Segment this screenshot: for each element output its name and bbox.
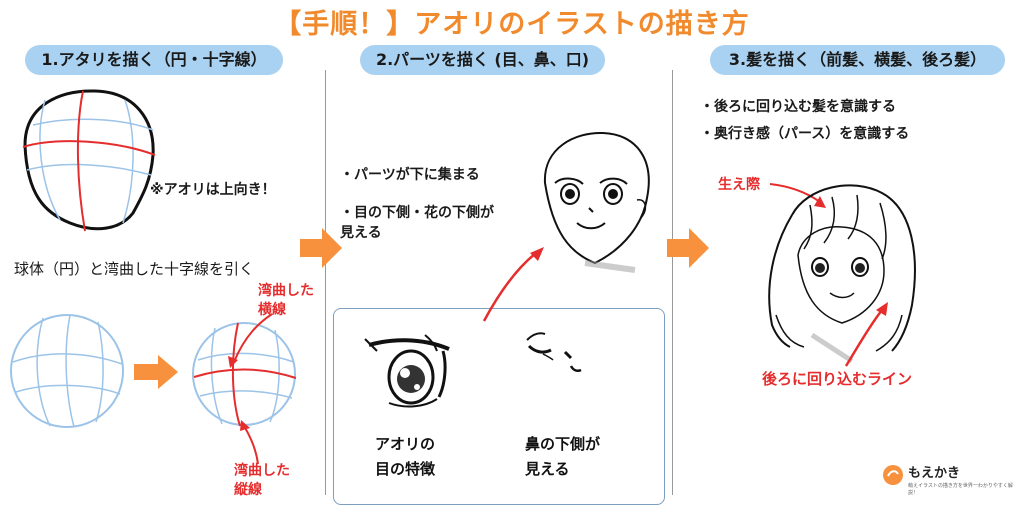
site-logo[interactable]: もえかき 萌えイラストの描き方を世界一わかりやすく解説！ [880, 458, 1015, 500]
column-divider-2 [672, 70, 673, 495]
logo-tagline: 萌えイラストの描き方を世界一わかりやすく解説！ [908, 483, 1013, 496]
parts-bullet-1: ・パーツが下に集まる [340, 167, 480, 183]
hairline-pointer [769, 183, 826, 208]
step-3-header: 3.髪を描く（前髪、横髪、後ろ髪） [710, 45, 1005, 75]
curved-horizontal-pointer [228, 313, 273, 368]
curved-vertical-label-line1: 湾曲した [234, 463, 290, 479]
nose-feature-label-line2: 見える [525, 460, 570, 478]
aori-nose-drawing [526, 332, 582, 373]
curved-horizontal-label: 湾曲した 横線 [258, 282, 314, 320]
parts-bullet-2-line2: 見える [340, 225, 382, 241]
detail-pointer [482, 247, 544, 322]
face-parts-drawing [543, 131, 650, 273]
right-arrow-icon [667, 228, 709, 268]
curved-vertical-label: 湾曲した 縦線 [234, 462, 290, 500]
hairline-label: 生え際 [718, 177, 760, 193]
right-arrow-icon [300, 228, 342, 268]
eye-feature-label-line2: 目の特徴 [375, 460, 436, 478]
page-title: 【手順！】アオリのイラストの描き方 [274, 9, 750, 40]
aori-note: ※アオリは上向き！ [150, 182, 276, 198]
column-divider-1 [325, 70, 326, 495]
curved-vertical-label-line2: 縦線 [234, 482, 262, 498]
eye-feature-label-line1: アオリの [375, 435, 436, 453]
sphere-caption: 球体（円）と湾曲した十字線を引く [14, 260, 255, 278]
step-1-header: 1.アタリを描く（円・十字線） [25, 45, 283, 75]
logo-icon [883, 465, 903, 485]
aori-eye-drawing [364, 334, 450, 408]
head-sphere-drawing [22, 89, 156, 232]
hair-bullet-2: ・奥行き感（パース）を意識する [700, 126, 910, 142]
right-arrow-icon [134, 355, 178, 389]
character-hair-drawing [768, 184, 916, 364]
wrap-line-pointer [844, 302, 888, 367]
plain-sphere-drawing [10, 314, 124, 428]
hair-bullet-1: ・後ろに回り込む髪を意識する [700, 99, 896, 115]
wrap-line-label: 後ろに回り込むライン [762, 370, 913, 388]
step-2-header: 2.パーツを描く (目、鼻、口) [360, 45, 605, 75]
curved-horizontal-label-line1: 湾曲した [258, 283, 314, 299]
nose-feature-label: 鼻の下側が 見える [525, 432, 600, 482]
eye-feature-label: アオリの 目の特徴 [375, 432, 435, 482]
parts-bullet-2: ・目の下側・花の下側が 見える [340, 203, 494, 243]
nose-feature-label-line1: 鼻の下側が [525, 435, 601, 453]
parts-bullet-2-line1: ・目の下側・花の下側が [340, 205, 494, 221]
logo-name: もえかき [908, 466, 961, 481]
curved-horizontal-label-line2: 横線 [258, 302, 286, 318]
curved-vertical-pointer [240, 420, 259, 465]
